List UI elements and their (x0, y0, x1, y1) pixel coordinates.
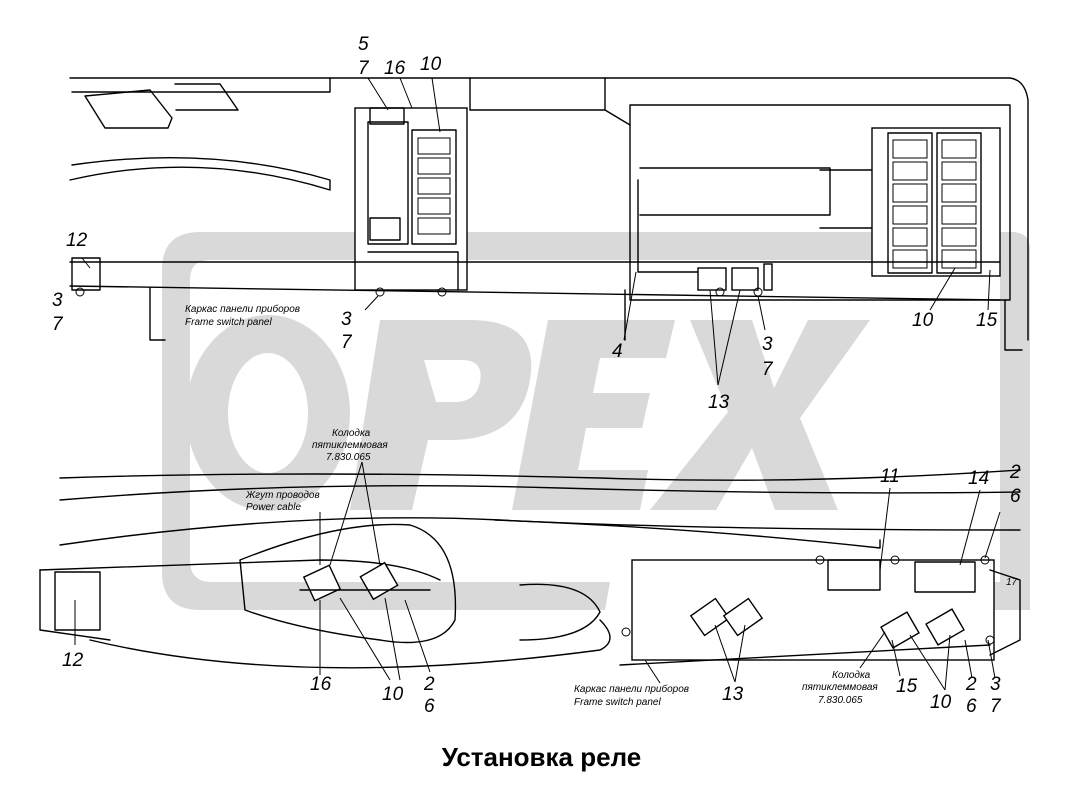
callout-2-bottom: 2 (423, 674, 435, 695)
callout-13-top: 13 (708, 392, 730, 413)
callout-3-left: 3 (52, 290, 63, 311)
callout-numbers: 5 7 16 10 12 3 7 3 7 4 3 7 13 10 15 12 1… (52, 34, 1021, 717)
annotation-notes: Каркас панели приборов Frame switch pane… (185, 303, 878, 708)
watermark-text (186, 315, 870, 511)
callout-3-br: 3 (990, 674, 1001, 695)
callout-4: 4 (612, 341, 623, 362)
callout-16-top: 16 (384, 58, 406, 79)
callout-10-bottom: 10 (382, 684, 404, 705)
note-block2-ru-2: пятиклеммовая (802, 682, 878, 693)
callout-6-bottom: 6 (424, 696, 435, 717)
callout-12-left: 12 (66, 230, 88, 251)
callout-11: 11 (880, 466, 900, 487)
callout-7-right: 7 (762, 359, 774, 380)
callout-13-bottom: 13 (722, 684, 744, 705)
note-block-code: 7.830.065 (326, 452, 371, 463)
note-frame-en-bottom: Frame switch panel (574, 697, 661, 708)
callout-14: 14 (968, 468, 989, 489)
note-block2-ru-1: Колодка (832, 670, 871, 681)
callout-17: 17 (1006, 577, 1018, 588)
lower-panel-assembly (39, 469, 1021, 669)
callout-10-top: 10 (420, 54, 442, 75)
drawing-caption: Установка реле (441, 742, 642, 772)
callout-6-br-bottom: 6 (966, 696, 977, 717)
note-frame-en-top: Frame switch panel (185, 317, 272, 328)
note-block-ru-2: пятиклеммовая (312, 440, 388, 451)
callout-7-mid: 7 (341, 332, 353, 353)
callout-2-br-bottom: 2 (965, 674, 977, 695)
callout-12-bottom: 12 (62, 650, 84, 671)
callout-10-right: 10 (912, 310, 934, 331)
callout-5-top: 5 (358, 34, 369, 55)
callout-7-left: 7 (52, 314, 64, 335)
callout-10-br: 10 (930, 692, 952, 713)
note-frame-ru-bottom: Каркас панели приборов (574, 683, 689, 695)
callout-16-bottom: 16 (310, 674, 332, 695)
callout-7-br: 7 (990, 696, 1002, 717)
note-frame-ru-top: Каркас панели приборов (185, 303, 300, 315)
leader-lines (74, 77, 1001, 691)
upper-panel-assembly (69, 77, 1029, 351)
callout-3-right: 3 (762, 334, 773, 355)
note-harness-en: Power cable (246, 502, 301, 513)
note-block-ru-1: Колодка (332, 428, 371, 439)
note-block2-code: 7.830.065 (818, 695, 863, 706)
callout-2-br: 2 (1009, 462, 1021, 483)
callout-7-top: 7 (358, 58, 370, 79)
callout-6-br: 6 (1010, 486, 1021, 507)
callout-15-right: 15 (976, 310, 998, 331)
watermark-logo (162, 232, 1030, 610)
callout-15-bottom: 15 (896, 676, 918, 697)
callout-3-mid: 3 (341, 309, 352, 330)
note-harness-ru: Жгут проводов (245, 490, 320, 501)
